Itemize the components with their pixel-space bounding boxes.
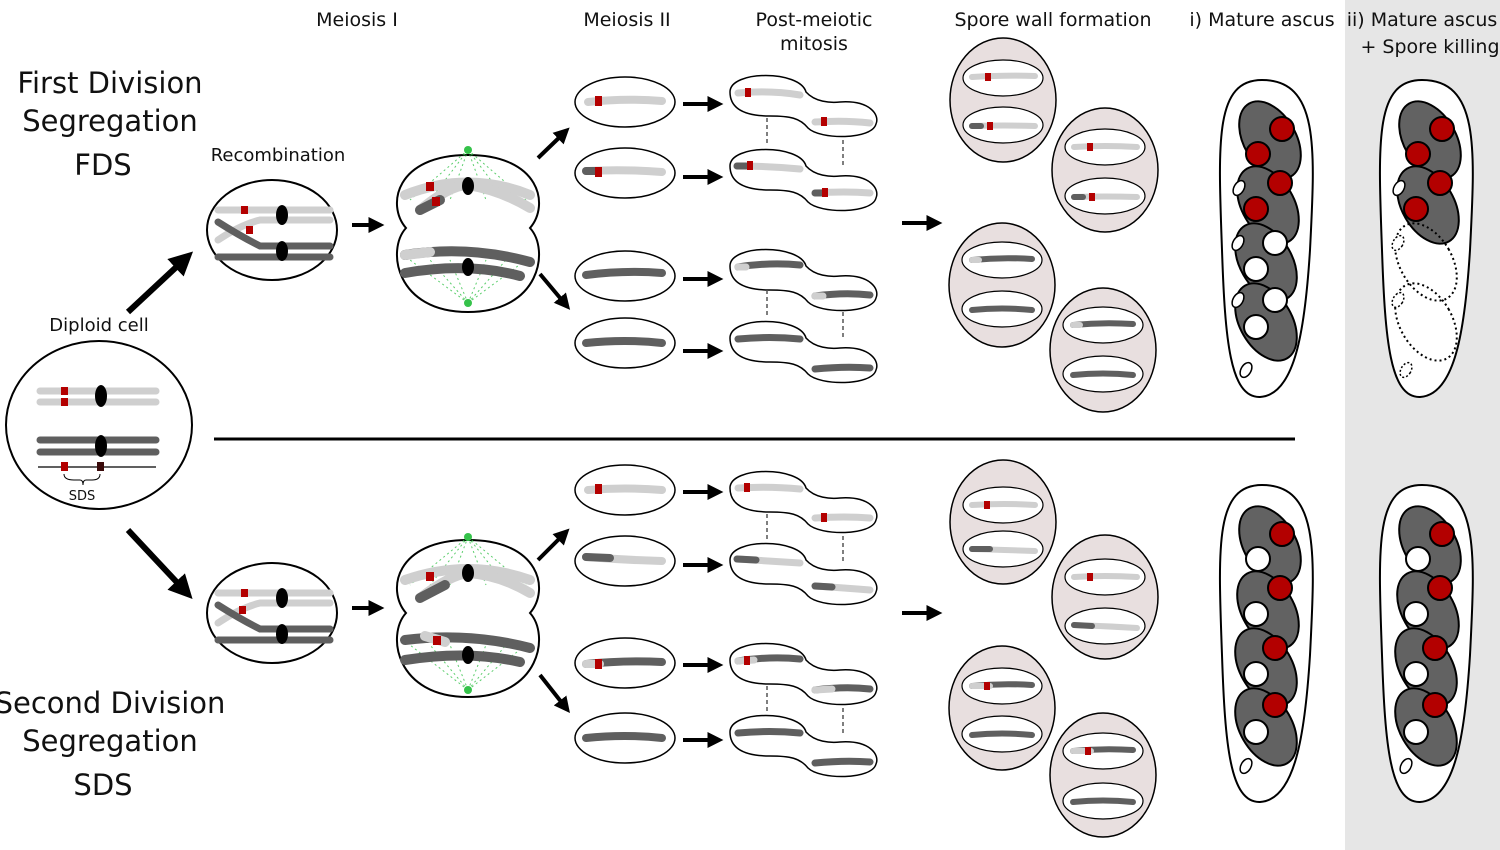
arrow-icon <box>536 127 570 160</box>
header-mature-ascus-killing-2: + Spore killing <box>1360 36 1499 58</box>
fds-spore-wall-asci <box>948 37 1159 413</box>
centromere-icon <box>95 385 107 407</box>
sds-title-line-2: Segregation <box>22 724 198 758</box>
sds-mature-ascus-killing <box>1378 483 1474 804</box>
header-post-meiotic-2: mitosis <box>780 33 848 55</box>
arrow-icon <box>538 272 571 310</box>
fds-recombination-label: Recombination <box>211 145 346 166</box>
fds-recombination-cell <box>206 179 338 281</box>
fds-title-line-2: Segregation <box>22 104 198 138</box>
diploid-cell <box>5 340 193 510</box>
header-meiosis-2: Meiosis II <box>583 9 670 31</box>
header-meiosis-1: Meiosis I <box>316 9 398 31</box>
arrow-icon <box>538 673 570 714</box>
fds-title-line-1: First Division <box>17 66 202 100</box>
sds-recombination-cell <box>206 562 338 664</box>
diploid-sds-label: SDS <box>69 489 96 504</box>
fds-post-meiotic-cells <box>729 74 878 384</box>
diploid-cell-label: Diploid cell <box>49 315 148 336</box>
fds-meiosis-2-arrows <box>683 96 724 359</box>
sds-post-meiotic-cells <box>729 470 878 778</box>
arrow-icon <box>125 527 193 600</box>
header-spore-wall: Spore wall formation <box>955 9 1152 31</box>
arrow-icon <box>536 528 570 562</box>
fds-mature-ascus-killing <box>1378 78 1474 399</box>
fds-meiosis-2-cells <box>574 76 676 369</box>
sds-spore-wall-asci <box>948 459 1159 838</box>
sds-meiosis-2-arrows <box>683 484 724 748</box>
sds-title-line-3: SDS <box>73 768 132 802</box>
fds-mature-ascus <box>1218 78 1314 399</box>
header-mature-ascus-killing-1: ii) Mature ascus <box>1347 9 1498 31</box>
arrow-icon <box>125 251 194 315</box>
sds-meiosis-1-cell <box>395 533 541 699</box>
sds-meiosis-2-cells <box>574 464 676 764</box>
fds-title-line-3: FDS <box>74 148 131 182</box>
header-post-meiotic-1: Post-meiotic <box>756 9 873 31</box>
centromere-icon <box>95 435 107 457</box>
sds-mature-ascus <box>1218 483 1314 804</box>
header-mature-ascus: i) Mature ascus <box>1189 9 1334 31</box>
fds-meiosis-1-cell <box>395 146 541 314</box>
sds-title-line-1: Second Division <box>0 686 225 720</box>
